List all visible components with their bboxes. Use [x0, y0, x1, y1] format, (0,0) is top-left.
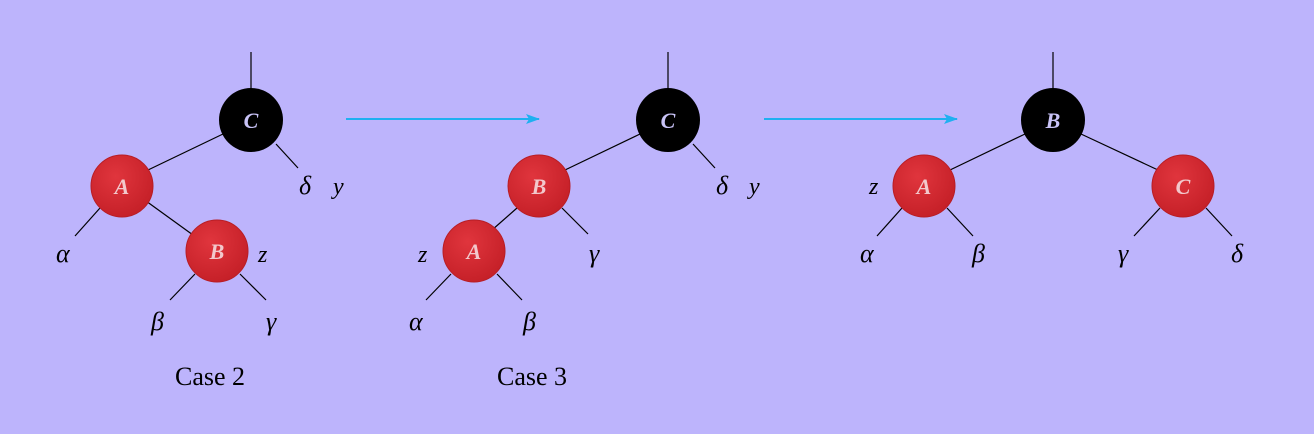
edge-B-A — [491, 207, 518, 231]
edge-C-gamma — [1133, 207, 1161, 237]
subtree-gamma: γ — [589, 239, 600, 268]
node-black: C — [219, 88, 283, 152]
node-red: C — [1151, 154, 1215, 218]
subtree-delta: δ — [299, 171, 312, 200]
subtree-gamma: γ — [266, 307, 277, 336]
caption-case2: Case 2 — [175, 362, 245, 391]
node-label: B — [531, 174, 547, 199]
node-label: A — [465, 239, 482, 264]
node-red: B — [185, 219, 249, 283]
edge-C-B — [564, 133, 641, 171]
node-label: C — [1176, 174, 1191, 199]
subtree-alpha: α — [860, 239, 875, 268]
node-black: C — [636, 88, 700, 152]
node-label: C — [244, 108, 259, 133]
subtree-alpha: α — [56, 239, 71, 268]
var-y: y — [331, 174, 344, 200]
subtree-beta: β — [971, 239, 985, 268]
node-label: C — [661, 108, 676, 133]
node-label: B — [209, 239, 225, 264]
node-label: B — [1045, 108, 1061, 133]
edge-A-alpha — [425, 273, 452, 301]
subtree-beta: β — [150, 307, 164, 336]
edge-A-alpha — [876, 207, 903, 237]
edge-B-beta — [169, 273, 196, 301]
edge-C-delta — [692, 143, 716, 169]
subtree-delta: δ — [716, 171, 729, 200]
edge-A-alpha — [74, 207, 101, 237]
edge-C-A — [147, 133, 224, 171]
node-red: A — [90, 154, 154, 218]
node-red: A — [892, 154, 956, 218]
edge-B-C — [1080, 133, 1159, 171]
edge-A-beta — [946, 207, 974, 237]
node-label: A — [915, 174, 932, 199]
node-red: A — [442, 219, 506, 283]
var-z: z — [257, 242, 268, 268]
var-z: z — [868, 174, 879, 200]
edge-A-B — [145, 200, 194, 236]
edge-B-gamma — [239, 273, 267, 301]
var-y: y — [747, 174, 760, 200]
edge-A-beta — [496, 273, 523, 301]
tree-case3: C B A α β γ δ y z Case 3 — [409, 52, 760, 391]
subtree-gamma: γ — [1118, 239, 1129, 268]
edge-B-gamma — [561, 207, 589, 235]
subtree-delta: δ — [1231, 239, 1244, 268]
caption-case3: Case 3 — [497, 362, 567, 391]
var-z: z — [417, 242, 428, 268]
subtree-alpha: α — [409, 307, 424, 336]
edge-B-A — [949, 133, 1026, 171]
subtree-beta: β — [522, 307, 536, 336]
tree-case2: C A B α β γ δ y z Case 2 — [56, 52, 344, 391]
node-black: B — [1021, 88, 1085, 152]
tree-result: B A C α β γ δ z — [860, 52, 1244, 268]
edge-C-delta — [275, 143, 299, 169]
edge-C-delta — [1205, 207, 1233, 237]
node-red: B — [507, 154, 571, 218]
node-label: A — [113, 174, 130, 199]
